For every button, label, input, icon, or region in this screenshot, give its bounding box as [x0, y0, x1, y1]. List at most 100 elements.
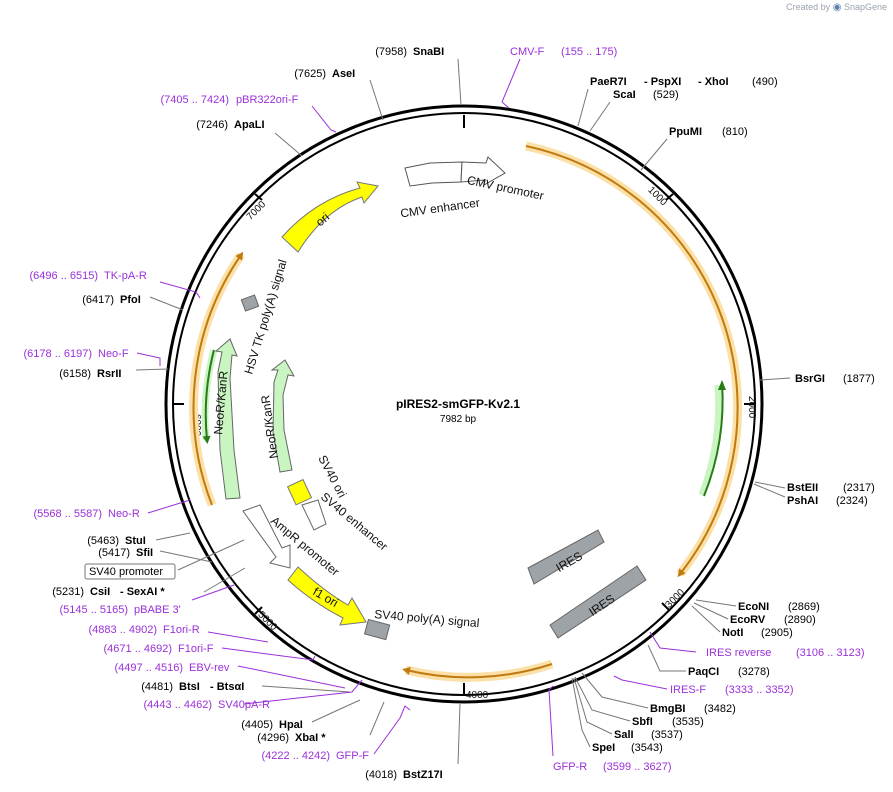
leader-stui — [155, 532, 191, 541]
primer-name: CMV-F — [510, 46, 545, 58]
primer-pos: (4671 .. 4692) — [104, 643, 173, 655]
enzyme-pos: (3482) — [704, 703, 736, 715]
enzyme-name: CsiI — [90, 586, 110, 598]
enzyme-pos: (5463) — [87, 535, 119, 547]
enzyme-name: BmgBI — [650, 703, 685, 715]
sv40-enhancer-label: SV40 enhancer — [318, 490, 390, 554]
cmv-enhancer-arrow — [404, 161, 463, 187]
primer-pos: (7405 .. 7424) — [161, 94, 230, 106]
primer-name: F1ori-F — [178, 643, 214, 655]
primer-name: GFP-F — [336, 750, 369, 762]
enzyme-pos: (3537) — [651, 729, 683, 741]
enzyme-name-2: - SexAI * — [120, 586, 165, 598]
backbone-outer-ring — [164, 104, 764, 704]
enzyme-pos: (3535) — [672, 716, 704, 728]
leader-snabi — [457, 58, 462, 106]
primer-name: pBR322ori-F — [236, 94, 299, 106]
enzyme-name: RsrII — [97, 368, 121, 380]
primer-pos: (3599 .. 3627) — [603, 761, 672, 773]
primer-pos: (5145 .. 5165) — [60, 604, 129, 616]
enzyme-name: SalI — [614, 729, 634, 741]
orf-arcs — [189, 141, 743, 682]
enzyme-pos: (7958) — [375, 46, 407, 58]
primer-name: SV40pA-R — [218, 699, 270, 711]
enzyme-pos: (5417) — [98, 547, 130, 559]
primer-pos: (5568 .. 5587) — [34, 508, 103, 520]
primer-name: Neo-R — [108, 508, 140, 520]
enzyme-pos: (6158) — [59, 368, 91, 380]
leader-rsrii — [135, 368, 169, 371]
enzyme-pos: (490) — [752, 76, 778, 88]
enzyme-pos: (4018) — [365, 769, 397, 781]
primer-name: Neo-F — [98, 348, 129, 360]
leader-csii — [203, 567, 246, 593]
enzyme-pos: (4481) — [141, 681, 173, 693]
enzyme-name: NotI — [722, 627, 743, 639]
leader-ires-f — [613, 675, 668, 690]
enzyme-name: ApaLI — [234, 119, 265, 131]
leader-sbfi — [574, 676, 631, 722]
gfp-arc-head — [718, 380, 726, 390]
primer-pos: (155 .. 175) — [561, 46, 617, 58]
ires-inner-box — [527, 529, 605, 585]
enzyme-pos: (4296) — [257, 732, 289, 744]
primer-pos: (3333 .. 3352) — [725, 684, 794, 696]
green-arcs — [201, 349, 726, 497]
enzyme-pos: (3543) — [631, 742, 663, 754]
orf-large-glow — [525, 141, 743, 577]
enzyme-name: PpuMI — [669, 126, 702, 138]
tick-2000: 2000 — [746, 396, 757, 419]
primer-pos: (4222 .. 4242) — [262, 750, 331, 762]
leader-sfii — [159, 550, 213, 563]
primer-name: TK-pA-R — [104, 270, 147, 282]
primer-pos: (4443 .. 4462) — [144, 699, 213, 711]
gfp-arc — [703, 381, 724, 497]
enzyme-name: BsrGI — [795, 373, 825, 385]
leader-xhoi — [577, 88, 589, 127]
enzyme-name-2: - BtsαI — [210, 681, 244, 693]
enzyme-pos: (6417) — [82, 294, 114, 306]
primer-pos: (3106 .. 3123) — [796, 647, 865, 659]
leader-f1ori-r — [207, 631, 269, 643]
neo-outer-label: NeoR/KanR — [211, 370, 231, 435]
leader-pfoi — [149, 296, 184, 311]
primer-name: GFP-R — [553, 761, 587, 773]
leader-asei — [369, 79, 384, 121]
cmv-enhancer-label: CMV enhancer — [399, 195, 480, 220]
enzyme-pos: (2869) — [788, 601, 820, 613]
enzyme-name: PaqCI — [688, 666, 719, 678]
enzyme-name: StuI — [125, 535, 146, 547]
leader-apali — [274, 132, 303, 157]
leader-tk-pa-r — [159, 281, 201, 299]
enzyme-name: SnaBI — [413, 46, 444, 58]
sv40-polya-box — [363, 618, 391, 641]
enzyme-pos: (810) — [722, 126, 748, 138]
primer-name: IRES reverse — [706, 647, 771, 659]
tick-5000-mark — [254, 606, 263, 615]
leader-ppumi — [640, 138, 668, 171]
sv40-ori-box — [286, 478, 313, 506]
primer-pos: (4883 .. 4902) — [89, 624, 158, 636]
leader-sv40pa-r — [243, 679, 363, 705]
sv40-promoter-box — [84, 563, 176, 580]
enzyme-name: EcoNI — [738, 601, 769, 613]
primer-pos: (6178 .. 6197) — [24, 348, 93, 360]
leader-btsi — [261, 685, 351, 693]
neo-arc — [202, 349, 215, 444]
leader-sali — [573, 677, 613, 735]
enzyme-pos: (7625) — [294, 68, 326, 80]
leader-xbai — [369, 701, 385, 736]
enzyme-name: SfiI — [136, 547, 153, 559]
plasmid-length: 7982 bp — [440, 414, 477, 425]
enzyme-name: HpaI — [279, 719, 303, 731]
tick-3000-mark — [661, 602, 670, 611]
enzyme-pos: (1877) — [843, 373, 875, 385]
enzyme-name: PfoI — [120, 294, 141, 306]
enzyme-name-3: - XhoI — [698, 76, 729, 88]
leader-gfp-r — [548, 685, 554, 757]
snapgene-watermark: Created by ◉ SnapGene — [786, 2, 887, 13]
leader-ebv-rev — [237, 665, 346, 689]
leader-hpai — [311, 699, 361, 723]
enzyme-name: EcoRV — [730, 614, 766, 626]
